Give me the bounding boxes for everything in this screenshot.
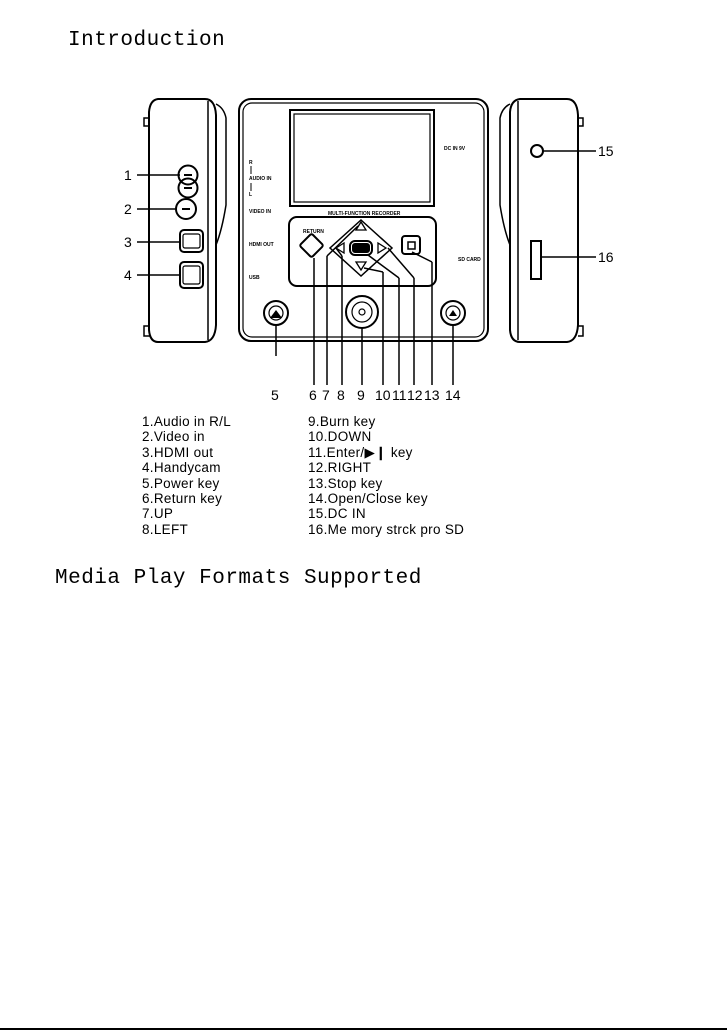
front-view xyxy=(238,98,489,342)
callout-1: 1 xyxy=(124,167,132,183)
legend-item: 13.Stop key xyxy=(308,475,383,491)
screen xyxy=(289,109,435,207)
legend-item: 14.Open/Close key xyxy=(308,491,428,507)
legend-item: 3.HDMI out xyxy=(142,444,214,460)
legend-item: 2.Video in xyxy=(142,429,205,445)
callout-15: 15 xyxy=(598,143,614,159)
legend-item: 7.UP xyxy=(142,506,174,522)
right-side-view xyxy=(499,98,584,343)
right-arrow-icon xyxy=(377,241,388,255)
legend-item: 4.Handycam xyxy=(142,460,221,476)
legend-left: 1.Audio in R/L 2.Video in 3.HDMI out 4.H… xyxy=(142,414,231,537)
dpad xyxy=(328,218,394,278)
legend-item: 8.LEFT xyxy=(142,521,189,537)
callout-5: 5 xyxy=(271,387,279,403)
legend-item: 10.DOWN xyxy=(308,429,372,445)
return-key-icon xyxy=(299,233,324,258)
callout-6: 6 xyxy=(309,387,317,403)
callout-7: 7 xyxy=(322,387,330,403)
label-video-in: VIDEO IN xyxy=(249,209,271,215)
callout-11: 11 xyxy=(392,387,407,403)
audio-jack-l-icon xyxy=(177,177,199,199)
media-formats-heading: Media Play Formats Supported xyxy=(55,567,422,590)
legend-item: 15.DC IN xyxy=(308,506,366,522)
up-arrow-icon xyxy=(354,220,368,231)
legend-item: 1.Audio in R/L xyxy=(142,414,232,429)
device-diagram: R AUDIO IN L VIDEO IN HDMI OUT USB MULTI… xyxy=(124,98,614,403)
legend-item: 9.Burn key xyxy=(308,414,376,429)
label-r: R xyxy=(249,160,253,166)
introduction-heading: Introduction xyxy=(68,29,226,52)
label-usb: USB xyxy=(249,275,260,281)
label-hdmi-out: HDMI OUT xyxy=(249,242,274,248)
callout-9: 9 xyxy=(357,387,365,403)
legend-item: 6.Return key xyxy=(142,491,223,507)
hdmi-port-icon xyxy=(179,229,204,253)
legend-item: 12.RIGHT xyxy=(308,460,372,476)
label-multi-function: MULTI-FUNCTION RECORDER xyxy=(328,211,401,217)
callout-16: 16 xyxy=(598,249,614,265)
callout-8: 8 xyxy=(337,387,345,403)
label-sd-card: SD CARD xyxy=(458,257,481,263)
legend-item: 16.Me mory strck pro SD xyxy=(308,521,465,537)
callout-14: 14 xyxy=(445,387,461,403)
label-audio-in: AUDIO IN xyxy=(249,176,272,182)
control-panel xyxy=(288,216,437,287)
left-side-view xyxy=(143,98,227,343)
label-dc-in: DC IN 9V xyxy=(444,146,466,152)
sd-slot-icon xyxy=(530,240,542,280)
legend-right: 9.Burn key 10.DOWN 11.Enter/▶❙ key 12.RI… xyxy=(308,414,464,537)
burn-key-icon xyxy=(345,295,379,329)
label-return: RETURN xyxy=(303,229,324,235)
dc-jack-icon xyxy=(530,144,544,158)
callout-2: 2 xyxy=(124,201,132,217)
stop-key-icon xyxy=(401,235,421,255)
callout-4: 4 xyxy=(124,267,132,283)
legend-item: 5.Power key xyxy=(142,475,220,491)
label-l: L xyxy=(249,192,252,198)
callout-10: 10 xyxy=(375,387,391,403)
enter-key-icon xyxy=(349,240,373,256)
page-bottom-rule xyxy=(0,1028,727,1030)
legend-item: 11.Enter/▶❙ key xyxy=(308,444,413,460)
callout-13: 13 xyxy=(424,387,440,403)
left-arrow-icon xyxy=(334,241,345,255)
callout-3: 3 xyxy=(124,234,132,250)
callout-12: 12 xyxy=(407,387,423,403)
down-arrow-icon xyxy=(354,261,368,272)
